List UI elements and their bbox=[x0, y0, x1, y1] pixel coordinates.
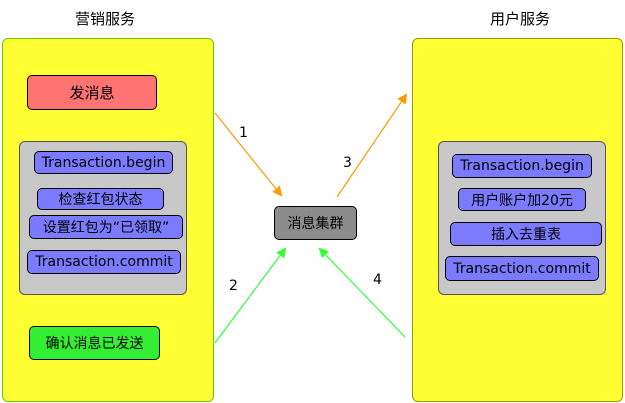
marketing-txn-begin: Transaction.begin bbox=[34, 151, 173, 174]
user-txn-commit: Transaction.commit bbox=[445, 256, 599, 281]
add-balance-step: 用户账户加20元 bbox=[458, 188, 586, 211]
step-2-label: 2 bbox=[229, 278, 238, 294]
marketing-txn-commit: Transaction.commit bbox=[27, 250, 181, 274]
marketing-service-title: 营销服务 bbox=[74, 10, 135, 28]
arrow-step-4 bbox=[318, 247, 406, 338]
arrow-step-3 bbox=[336, 93, 408, 198]
user-service-title: 用户服务 bbox=[489, 10, 550, 28]
step-4-label: 4 bbox=[373, 272, 382, 288]
message-cluster-node: 消息集群 bbox=[274, 206, 357, 240]
arrow-step-2 bbox=[214, 247, 287, 344]
send-message-step: 发消息 bbox=[27, 75, 157, 110]
user-txn-begin: Transaction.begin bbox=[452, 154, 592, 178]
set-red-packet-step: 设置红包为“已领取” bbox=[29, 215, 183, 239]
insert-dedupe-step: 插入去重表 bbox=[450, 222, 602, 246]
step-1-label: 1 bbox=[239, 125, 248, 141]
check-red-packet-step: 检查红包状态 bbox=[37, 188, 164, 210]
confirm-sent-step: 确认消息已发送 bbox=[29, 326, 160, 360]
arrow-step-1 bbox=[214, 112, 283, 197]
step-3-label: 3 bbox=[343, 155, 352, 171]
